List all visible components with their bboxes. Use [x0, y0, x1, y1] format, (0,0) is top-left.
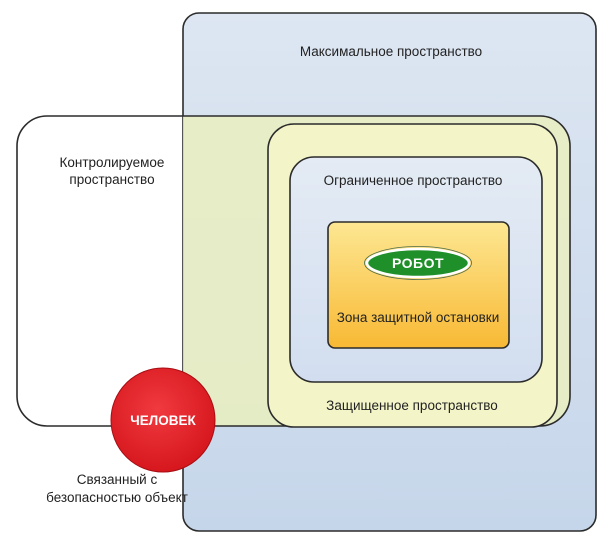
controlled-space-label-line2: пространство	[69, 172, 154, 187]
stop-zone-label: Зона защитной остановки	[337, 310, 500, 325]
safety-object-label-line1: Связанный с	[77, 472, 158, 487]
human-label: ЧЕЛОВЕК	[130, 413, 196, 428]
stop-zone-box	[327, 221, 510, 349]
robot-pill	[365, 247, 471, 279]
limited-space-label: Ограниченное пространство	[324, 173, 503, 188]
controlled-space-label-line1: Контролируемое	[60, 155, 165, 170]
human-circle	[110, 367, 216, 473]
protected-space-label: Защищенное пространство	[326, 398, 498, 413]
safety-object-label-line2: безопасностью объект	[46, 490, 188, 505]
robot-pill-border	[364, 246, 472, 280]
robot-label: РОБОТ	[392, 255, 444, 271]
max-space-label: Максимальное пространство	[300, 44, 482, 59]
